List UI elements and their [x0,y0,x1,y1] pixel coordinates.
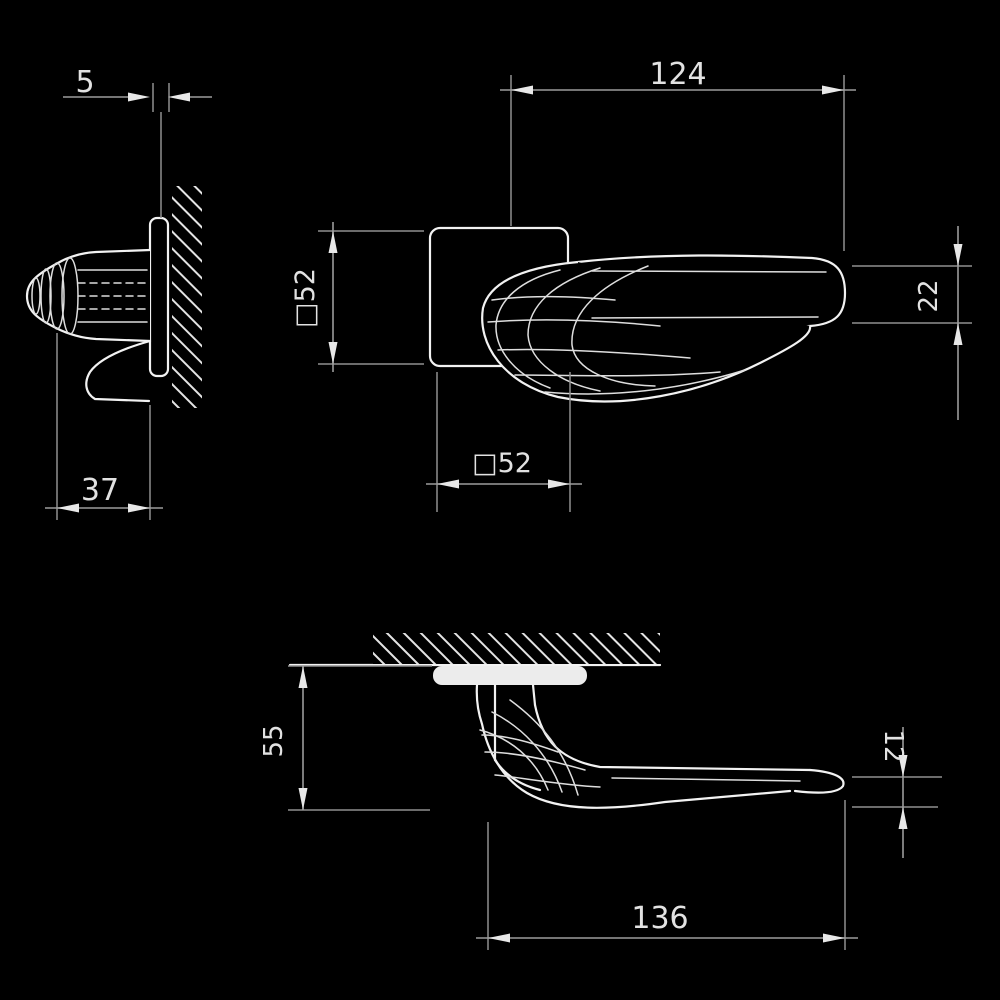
dim-label-lever-length: 124 [649,57,706,92]
dim-label-handle-depth: 37 [81,473,119,508]
side-view: 5 37 [25,65,212,520]
lattice-texture-plan [479,699,601,796]
plan-view: 55 12 136 [259,633,942,950]
rose-plate-side [148,216,170,378]
lever-handle-plan [475,683,845,809]
lattice-texture-front [487,265,746,395]
dim-label-rose-height: □52 [290,268,321,328]
dim-label-lever-thickness: 12 [878,729,908,762]
dimension-projection: 55 [259,665,432,811]
door-hatch-area [172,186,202,408]
dim-label-rose-width: □52 [472,448,532,479]
dimension-lever-thickness: 12 [852,727,942,858]
door-hatch-area-plan [373,633,660,664]
dimension-lever-length: 124 [500,57,856,251]
dim-label-projection: 55 [259,724,289,757]
lever-handle-front [481,254,847,403]
dimension-lever-height: 22 [852,226,972,420]
dimension-overall-length: 136 [476,800,858,950]
dimension-handle-depth: 37 [45,333,163,520]
dim-label-lever-height: 22 [914,279,944,312]
dimension-rose-width: □52 [426,372,582,512]
dim-label-rose-thickness: 5 [75,65,94,100]
dim-label-overall-length: 136 [631,901,688,936]
lever-handle-side [25,248,152,403]
lever-lower-arm-side [85,339,152,403]
rose-plate-plan [433,666,587,685]
lever-tip-plan [793,768,845,794]
dimension-rose-thickness: 5 [63,65,212,218]
front-view: 124 □52 □52 22 [290,57,972,512]
dimension-rose-height: □52 [290,222,424,372]
